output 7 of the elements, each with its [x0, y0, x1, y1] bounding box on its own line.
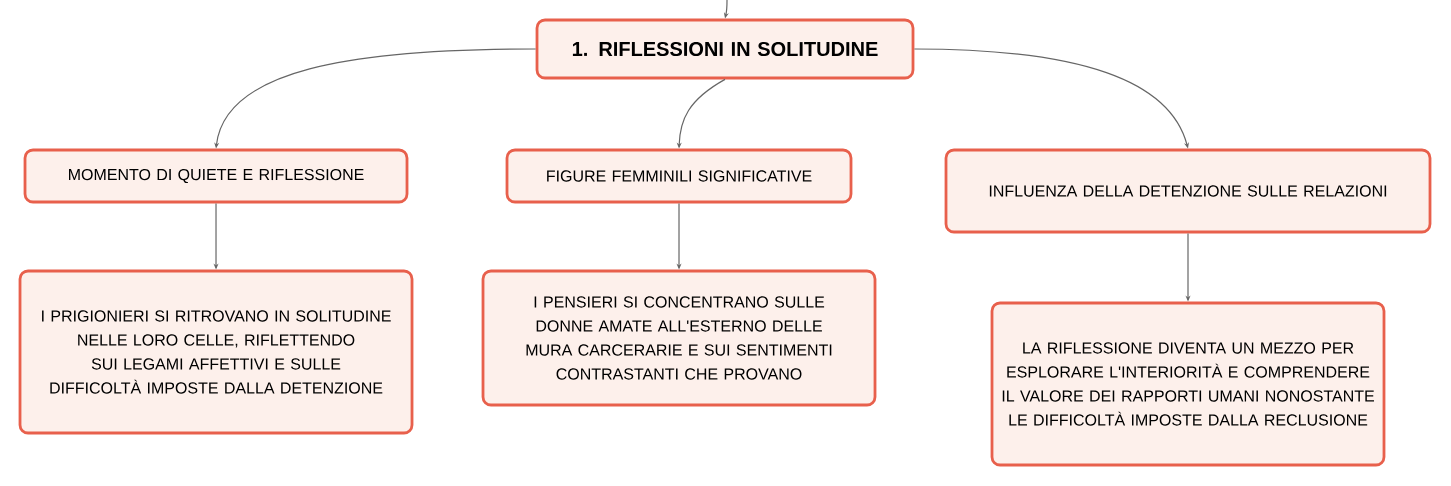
concept-box: FIGURE FEMMINILI SIGNIFICATIVE	[505, 148, 853, 204]
concept-box: INFLUENZA DELLA DETENZIONE SULLE RELAZIONI	[944, 148, 1432, 234]
concept-box: I PENSIERI SI CONCENTRANO SULLE DONNE AMATE ALL'ESTERNO DELLE MURA CARCERARIE E SUI SENTIMENTI CONTRASTANTI CHE PROVANO	[481, 269, 877, 407]
concept-box: LA RIFLESSIONE DIVENTA UN MEZZO PER ESPLORARE L'INTERIORITÀ E COMPRENDERE IL VALORE DEI RAPPORTI UMANI NONOSTANTE LE DIFFICOLTÀ IMPOSTE DALLA RECLUSIONE	[990, 301, 1386, 467]
topic-box: 1. RIFLESSIONI IN SOLITUDINE	[535, 18, 915, 80]
concept-box: I PRIGIONIERI SI RITROVANO IN SOLITUDINE NELLE LORO CELLE, RIFLETTENDO SUI LEGAMI AFFETTIVI E SULLE DIFFICOLTÀ IMPOSTE DALLA DETENZIONE	[18, 269, 414, 435]
concept-box: MOMENTO DI QUIETE E RIFLESSIONE	[23, 148, 409, 204]
